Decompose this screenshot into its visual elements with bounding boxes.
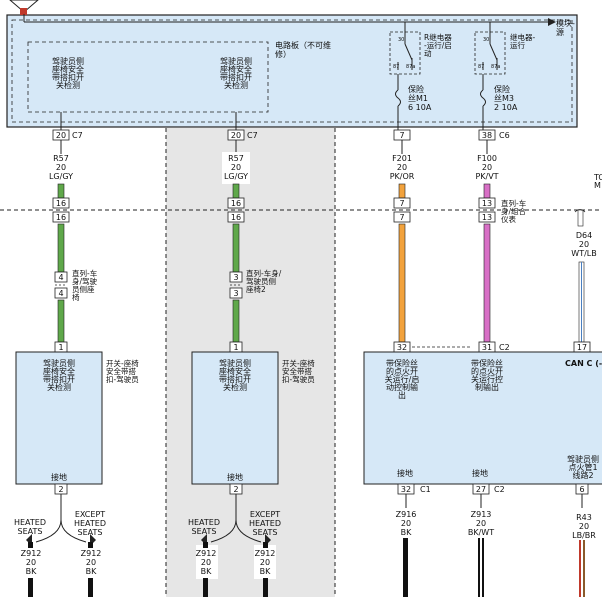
svg-text:2: 2 [233, 485, 238, 494]
inner-switch-label: 驾驶员侧座椅安全带搭扣开关检测 [52, 56, 84, 90]
svg-text:1: 1 [58, 343, 63, 352]
svg-text:开关-座椅安全带搭扣-驾驶员: 开关-座椅安全带搭扣-驾驶员 [106, 358, 139, 384]
svg-text:3: 3 [233, 273, 238, 282]
svg-text:7: 7 [399, 213, 404, 222]
svg-text:C2: C2 [499, 343, 510, 352]
svg-text:开关-座椅安全带搭扣-驾驶员: 开关-座椅安全带搭扣-驾驶员 [282, 358, 315, 384]
connector-c7-pin: 20 [56, 131, 66, 140]
fuse-m32 [480, 89, 486, 107]
svg-text:4: 4 [58, 273, 63, 282]
svg-text:32: 32 [397, 343, 407, 352]
svg-text:13: 13 [482, 199, 492, 208]
svg-text:3: 3 [233, 289, 238, 298]
svg-text:接地: 接地 [472, 468, 488, 478]
svg-text:7: 7 [399, 199, 404, 208]
module-name: 模块-源 [556, 18, 575, 37]
circuit-board [27, 41, 269, 113]
body-control-module [6, 14, 578, 128]
svg-text:13: 13 [482, 213, 492, 222]
connector-c6-name: C6 [499, 131, 510, 140]
connector-c6-pin: 7 [399, 131, 404, 140]
fuse-m16 [395, 89, 401, 107]
inner-switch-label: 驾驶员侧座椅安全带搭扣开关检测 [220, 56, 252, 90]
ignition-control-module: 32 31 C2 17 CAN C (- 带保险丝的点火开关运行/启动控制输出 … [363, 341, 602, 495]
svg-text:16: 16 [56, 199, 66, 208]
inline-connector-seat-a: 4 4 直列-车身/驾驶员侧座椅 [54, 268, 98, 302]
svg-text:16: 16 [56, 213, 66, 222]
svg-text:16: 16 [231, 199, 241, 208]
inline-connector-label: 直列-车身/组合仪表 [501, 198, 527, 224]
connector-c7-name: C7 [72, 131, 83, 140]
svg-text:4: 4 [58, 289, 63, 298]
svg-text:1: 1 [233, 343, 238, 352]
seatbelt-switch-module: 1 驾驶员侧座椅安全带搭扣开关检测 接地 开关-座椅安全带搭扣-驾驶员 2 [15, 341, 139, 495]
inline-connector-seat-b: 3 3 直列-车身/驾驶员侧座椅2 [229, 268, 282, 299]
svg-text:直列-车身/驾驶员侧座椅: 直列-车身/驾驶员侧座椅 [72, 268, 98, 302]
seatbelt-switch-module: 1 驾驶员侧座椅安全带搭扣开关检测 接地 开关-座椅安全带搭扣-驾驶员 2 [191, 341, 315, 495]
svg-text:接地: 接地 [397, 468, 413, 478]
svg-text:带保险丝的点火开关运行/启动控制输出: 带保险丝的点火开关运行/启动控制输出 [385, 358, 420, 400]
svg-text:16: 16 [231, 213, 241, 222]
svg-text:2: 2 [58, 485, 63, 494]
svg-text:CAN C (-: CAN C (- [565, 359, 602, 368]
connector-c7-pin: 20 [231, 131, 241, 140]
svg-text:驾驶员侧座椅安全带搭扣开关检测: 驾驶员侧座椅安全带搭扣开关检测 [43, 358, 75, 392]
connector-c6-pin: 38 [482, 131, 492, 140]
relay-run-start-label: R继电器-运行/启动 [424, 32, 452, 58]
svg-text:17: 17 [577, 343, 587, 352]
svg-text:C1: C1 [420, 485, 431, 494]
svg-text:接地: 接地 [51, 472, 67, 482]
svg-text:31: 31 [482, 343, 492, 352]
svg-text:32: 32 [401, 485, 411, 494]
board-label: 电路板（不可维修） [275, 40, 331, 59]
connector-c7-name: C7 [247, 131, 258, 140]
svg-text:27: 27 [476, 485, 486, 494]
inline-connector-row: 16 16 7 13 16 16 7 13 [52, 197, 496, 223]
svg-text:接地: 接地 [227, 472, 243, 482]
svg-text:C2: C2 [494, 485, 505, 494]
svg-text:驾驶员侧座椅安全带搭扣开关检测: 驾驶员侧座椅安全带搭扣开关检测 [219, 358, 251, 392]
relay-run-label: 继电器-运行 [510, 32, 535, 50]
svg-text:带保险丝的点火开关运行控制输出: 带保险丝的点火开关运行控制输出 [471, 358, 503, 392]
svg-text:6: 6 [579, 485, 584, 494]
svg-text:直列-车身/驾驶员侧座椅2: 直列-车身/驾驶员侧座椅2 [246, 268, 282, 294]
